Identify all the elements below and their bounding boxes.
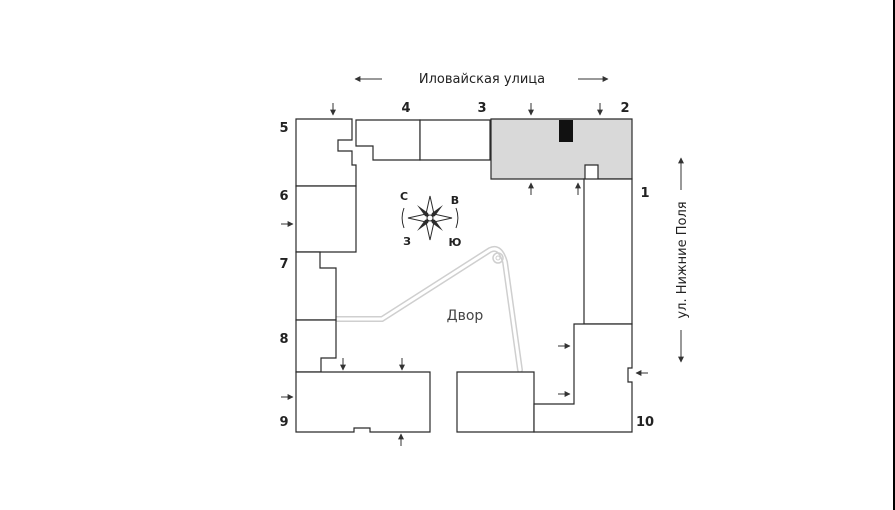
building-section-9 — [295, 371, 431, 433]
building-section-10 — [533, 323, 633, 433]
section-label-7: 7 — [279, 257, 288, 272]
entrance-arrows — [281, 103, 648, 446]
selected-apartment-marker — [559, 120, 573, 142]
section-label-1: 1 — [640, 186, 649, 201]
building-section-6 — [295, 185, 357, 253]
building-section-2-highlighted — [490, 118, 633, 180]
buildings — [295, 118, 633, 433]
section-label-10: 10 — [636, 415, 654, 430]
right-border — [893, 0, 895, 510]
building-central — [456, 371, 535, 433]
section-label-8: 8 — [279, 332, 288, 347]
top-street-label: Иловайская улица — [419, 72, 545, 87]
right-street-label: ул. Нижние Поля — [675, 201, 690, 318]
compass-icon — [401, 195, 459, 241]
section-label-5: 5 — [279, 121, 288, 136]
building-section-7 — [295, 251, 337, 321]
section-label-2: 2 — [620, 101, 629, 116]
path-node-icon — [492, 252, 504, 264]
building-section-4 — [355, 119, 421, 161]
building-section-8 — [295, 319, 337, 373]
building-section-5 — [295, 118, 357, 187]
compass-east-label: В — [451, 194, 459, 207]
section-label-6: 6 — [279, 189, 288, 204]
building-section-3 — [419, 119, 491, 161]
section-label-4: 4 — [401, 101, 410, 116]
section-label-3: 3 — [477, 101, 486, 116]
compass-south-label: Ю — [449, 236, 462, 249]
section-numbers: 1 2 3 4 5 6 7 8 9 10 — [279, 101, 654, 430]
yard-label: Двор — [447, 308, 484, 324]
top-street: Иловайская улица — [354, 72, 609, 87]
right-street: ул. Нижние Поля — [675, 157, 690, 363]
compass-north-label: С — [400, 190, 408, 203]
yard-path — [333, 245, 523, 373]
compass-rose: С В З Ю — [400, 190, 462, 249]
compass-west-label: З — [403, 235, 411, 248]
building-section-1 — [583, 178, 633, 325]
section-label-9: 9 — [279, 415, 288, 430]
